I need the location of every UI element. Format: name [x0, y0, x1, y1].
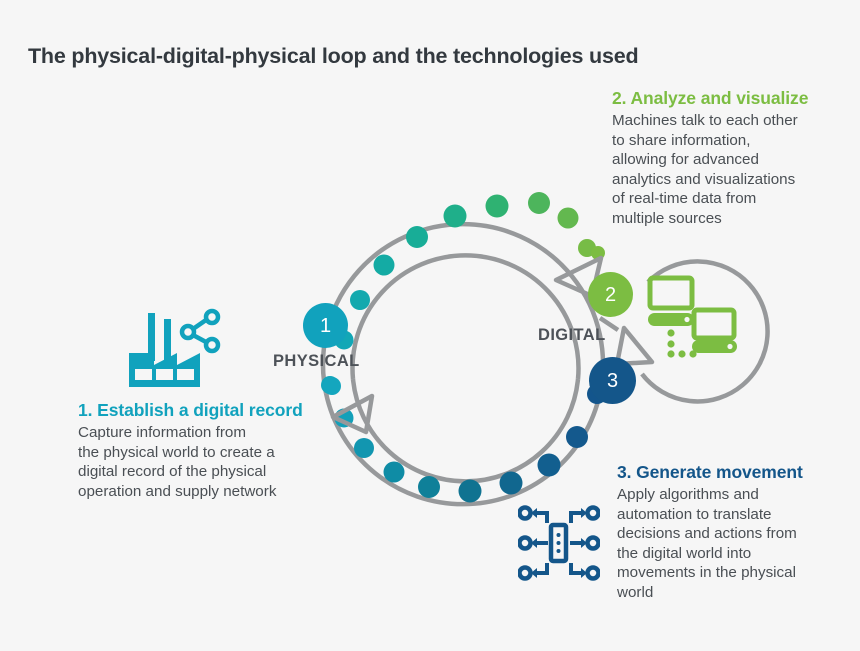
- step-badge-3[interactable]: 3: [589, 357, 636, 404]
- callout-generate-movement: 3. Generate movement Apply algorithms an…: [617, 462, 857, 603]
- loop-ring-outer: [320, 222, 606, 394]
- loop-dots-upper: [321, 192, 605, 394]
- ring-label-digital: DIGITAL: [538, 326, 606, 344]
- callout-2-heading: 2. Analyze and visualize: [612, 88, 809, 108]
- loop-ring-inner: [350, 253, 581, 380]
- callout-3-heading: 3. Generate movement: [617, 462, 803, 482]
- page-title: The physical-digital-physical loop and t…: [28, 44, 639, 69]
- arrow-head-to-physical: [330, 393, 375, 435]
- automation-flow-icon: [518, 505, 600, 581]
- loop-dots-lower: [323, 377, 607, 503]
- callout-establish-a-digital-record: 1. Establish a digital record Capture in…: [78, 400, 330, 501]
- callout-1-body: Capture information from the physical wo…: [78, 424, 277, 500]
- factory-network-icon: [129, 308, 221, 387]
- step-badge-1[interactable]: 1: [303, 303, 348, 348]
- ring-label-physical: PHYSICAL: [273, 352, 360, 370]
- callout-1-heading: 1. Establish a digital record: [78, 400, 303, 420]
- dotted-connection: [667, 329, 697, 358]
- callout-3-body: Apply algorithms and automation to trans…: [617, 486, 797, 601]
- callout-analyze-and-visualize: 2. Analyze and visualize Machines talk t…: [612, 88, 856, 229]
- step-badge-2[interactable]: 2: [588, 272, 633, 317]
- loop-ring-lower: [323, 378, 603, 507]
- computers-network-icon: [647, 275, 737, 358]
- callout-2-body: Machines talk to each other to share inf…: [612, 112, 798, 227]
